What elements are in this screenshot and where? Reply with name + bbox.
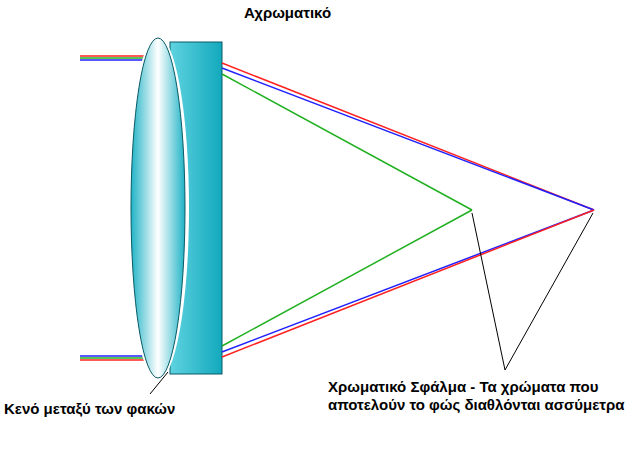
aberration-label: Χρωματικό Σφάλμα - Τα χρώματα που αποτελ… xyxy=(328,378,628,414)
refracted-rays xyxy=(222,63,594,357)
title-label: Αχρωματικό xyxy=(244,4,331,22)
lens-gap xyxy=(127,36,189,380)
leader-lines xyxy=(150,213,593,394)
convex-lens xyxy=(131,38,185,378)
gap-label: Κενό μεταξύ των φακών xyxy=(4,400,175,418)
